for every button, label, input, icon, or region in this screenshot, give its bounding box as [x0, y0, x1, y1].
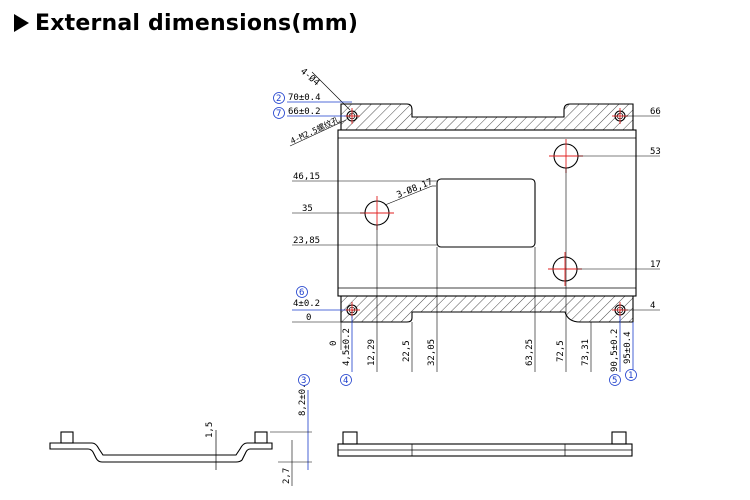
page-header: External dimensions(mm)	[14, 6, 358, 40]
dim-bottom-725: 72,5	[556, 340, 566, 362]
plan-view: 66 53 17 4 46,15 35 23,85 4±0.2 0 3-Ø8,1…	[273, 66, 661, 386]
hole-note: 3-Ø8,17	[395, 176, 434, 200]
dim-side-15: 1,5	[205, 422, 215, 438]
dim-left-23: 23,85	[293, 236, 320, 246]
mount-hole-bottom-right	[612, 302, 628, 318]
mount-hole-top-right	[612, 108, 628, 124]
thread-note: 4-M2.5螺纹孔	[289, 114, 341, 145]
callout-5: 5	[609, 374, 621, 386]
large-hole-upper-right	[549, 139, 583, 173]
svg-text:7: 7	[276, 109, 281, 119]
svg-text:5: 5	[612, 376, 617, 386]
callout-4: 4	[340, 374, 352, 386]
side-view-profile: 1,5 8,2±0.3 2,7 3	[49, 374, 312, 486]
svg-text:4: 4	[343, 376, 348, 386]
dim-bottom-225: 22,5	[402, 340, 412, 362]
dim-bottom-0: 0	[329, 341, 339, 346]
dim-right-66: 66	[650, 107, 661, 117]
page-title: External dimensions(mm)	[35, 10, 359, 36]
callout-7: 7	[273, 107, 285, 119]
dim-left-0: 0	[306, 313, 311, 323]
dim-right-53: 53	[650, 147, 661, 157]
dim-bottom-1229: 12,29	[367, 339, 377, 366]
top-flange	[340, 103, 634, 131]
svg-text:1: 1	[628, 371, 633, 381]
rect-cutout	[436, 178, 536, 248]
callout-6: 6	[296, 286, 308, 298]
mount-hole-top-left	[344, 108, 360, 124]
callout-3: 3	[298, 374, 310, 386]
dim-bottom-6325: 63,25	[525, 339, 535, 366]
large-hole-left	[360, 196, 394, 230]
dim-right-17: 17	[650, 260, 661, 270]
dim-bottom-45: 4,5±0.2	[342, 328, 352, 366]
svg-text:6: 6	[299, 288, 304, 298]
dim-left-46: 46,15	[293, 172, 320, 182]
dim-side-27: 2,7	[282, 468, 292, 484]
dim-left-35: 35	[302, 204, 313, 214]
callout-2: 2	[273, 92, 285, 104]
dim-bottom-905: 90,5±0.2	[610, 329, 620, 372]
svg-text:3: 3	[301, 376, 306, 386]
callout-1: 1	[625, 369, 637, 381]
dim-70: 70±0.4	[288, 93, 321, 103]
mount-hole-bottom-left	[344, 302, 360, 318]
svg-text:2: 2	[276, 94, 281, 104]
front-view-profile	[337, 431, 633, 457]
triangle-bullet-icon	[14, 14, 29, 32]
dim-left-4tol: 4±0.2	[293, 299, 320, 309]
bottom-flange	[340, 295, 634, 323]
dim-66tol: 66±0.2	[288, 107, 321, 117]
bottom-dimension-labels: 0 4,5±0.2 12,29 22,5 32,05 63,25 72,5 73…	[329, 328, 633, 372]
dim-side-82: 8,2±0.3	[298, 378, 308, 416]
dim-right-4: 4	[650, 301, 655, 311]
dim-bottom-95: 95±0.4	[623, 331, 633, 364]
dim-bottom-7331: 73,31	[581, 339, 591, 366]
large-hole-lower-right	[548, 252, 582, 286]
dim-bottom-3205: 32,05	[427, 339, 437, 366]
hole-count-note: 4-Ø4	[298, 66, 322, 88]
